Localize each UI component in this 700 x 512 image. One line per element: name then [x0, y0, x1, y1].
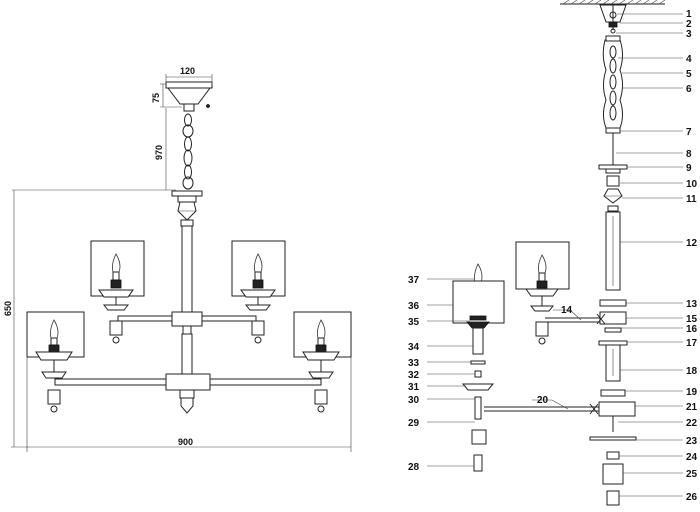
part-label-20: 20 [537, 395, 549, 406]
part-label-35: 35 [408, 317, 420, 328]
part-label-1: 1 [686, 9, 692, 20]
part-label-14: 14 [561, 305, 573, 316]
part-label-2: 2 [686, 19, 692, 30]
part-label-37: 37 [408, 275, 420, 286]
part-label-18: 18 [686, 366, 698, 377]
exploded-lamp-upper [515, 241, 570, 345]
part-label-21: 21 [686, 402, 698, 413]
exploded-arms [484, 313, 606, 415]
part-label-13: 13 [686, 299, 698, 310]
part-label-33: 33 [408, 358, 420, 369]
exploded-view: 1 2 3 4 5 6 7 8 9 10 11 12 13 14 15 16 1… [408, 0, 698, 506]
dim-label-canopy-height: 75 [151, 93, 161, 103]
dim-overall-width: 900 [26, 357, 352, 452]
dim-body-height: 650 [3, 189, 176, 448]
leader-lines-left [427, 278, 475, 467]
part-label-31: 31 [408, 382, 420, 393]
part-label-4: 4 [686, 54, 692, 65]
dim-label-overall-width: 900 [178, 437, 193, 447]
part-label-22: 22 [686, 418, 698, 429]
dim-canopy-width: 120 [165, 66, 213, 84]
part-label-15: 15 [686, 314, 698, 325]
part-label-24: 24 [686, 452, 698, 463]
part-label-23: 23 [686, 436, 698, 447]
dim-label-canopy-width: 120 [180, 66, 195, 76]
part-label-8: 8 [686, 149, 692, 160]
part-label-16: 16 [686, 324, 698, 335]
lamp-upper-left [90, 240, 145, 344]
part-label-25: 25 [686, 469, 698, 480]
exploded-column [589, 164, 637, 506]
lamp-lower-right [293, 311, 352, 413]
part-label-9: 9 [686, 163, 692, 174]
exploded-canopy [599, 4, 627, 34]
lamp-upper-right [231, 240, 286, 344]
part-label-32: 32 [408, 370, 420, 381]
dim-canopy-height: 75 [151, 83, 182, 108]
dim-chain-length: 970 [154, 108, 167, 190]
part-label-6: 6 [686, 84, 692, 95]
central-stem [165, 190, 211, 414]
exploded-lamp-components [452, 263, 505, 472]
part-label-19: 19 [686, 387, 698, 398]
upper-arms [117, 315, 257, 322]
part-label-5: 5 [686, 69, 692, 80]
part-label-11: 11 [686, 194, 697, 205]
part-label-3: 3 [686, 29, 692, 40]
chain-cover [602, 35, 623, 134]
dim-label-body-height: 650 [3, 301, 13, 316]
ceiling [560, 0, 666, 5]
part-label-29: 29 [408, 418, 420, 429]
part-label-17: 17 [686, 338, 698, 349]
assembled-view: 120 75 970 650 [3, 66, 352, 452]
part-number-labels: 1 2 3 4 5 6 7 8 9 10 11 12 13 14 15 16 1… [408, 9, 698, 503]
canopy [165, 81, 213, 112]
chain [182, 113, 194, 190]
leader-lines-right [532, 13, 683, 497]
part-label-30: 30 [408, 395, 420, 406]
part-label-28: 28 [408, 462, 420, 473]
part-label-34: 34 [408, 342, 420, 353]
lower-arms [54, 378, 322, 386]
part-label-36: 36 [408, 301, 420, 312]
lamp-lower-left [26, 311, 85, 413]
part-label-10: 10 [686, 179, 698, 190]
dim-label-chain-length: 970 [154, 145, 164, 160]
part-label-12: 12 [686, 238, 698, 249]
part-label-26: 26 [686, 492, 698, 503]
part-label-7: 7 [686, 127, 692, 138]
